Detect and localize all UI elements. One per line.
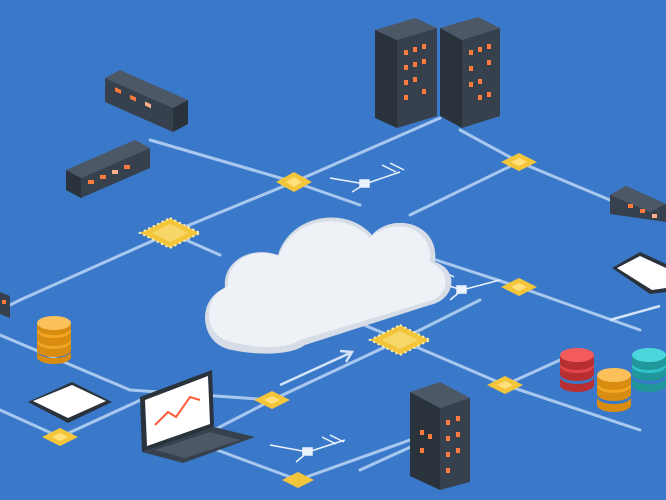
database-stack-icon	[560, 348, 594, 392]
server-tower-icon	[410, 382, 470, 490]
network-node-icon	[487, 376, 523, 394]
network-node-icon	[282, 472, 314, 488]
network-node-icon	[501, 278, 537, 296]
arrow-icon	[279, 304, 661, 387]
network-symbol-icon	[269, 434, 346, 463]
circuit-hub-icon	[367, 323, 433, 357]
database-stack-icon	[632, 348, 666, 392]
network-node-icon	[42, 428, 78, 446]
cloud-icon	[205, 217, 452, 354]
network-symbol-icon	[329, 162, 405, 193]
network-node-icon	[501, 153, 537, 171]
circuit-hub-icon	[137, 216, 203, 250]
server-rack-icon	[0, 292, 10, 318]
database-stack-icon	[37, 316, 71, 364]
network-switch-icon	[66, 140, 150, 198]
network-switch-icon	[105, 70, 188, 132]
server-tower-icon	[375, 18, 437, 128]
network-nodes	[42, 153, 537, 488]
network-switch-icon	[610, 186, 666, 222]
laptop-icon	[140, 370, 255, 463]
tablet-icon	[612, 252, 666, 294]
network-node-icon	[276, 172, 312, 192]
server-tower-icon	[440, 17, 500, 128]
tablet-icon	[28, 382, 112, 423]
network-node-icon	[254, 391, 290, 409]
database-stack-icon	[597, 368, 631, 412]
